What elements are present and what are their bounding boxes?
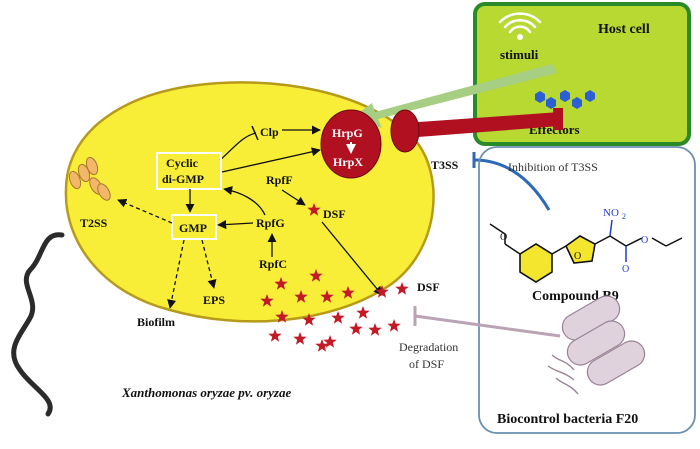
t3ss-needle bbox=[405, 112, 560, 138]
dsf-star bbox=[341, 286, 355, 299]
svg-text:O: O bbox=[641, 235, 648, 246]
dsf-outside-label: DSF bbox=[417, 280, 440, 294]
degradation-of-dsf-label: of DSF bbox=[409, 357, 444, 371]
cdg-to-hrp-arrow bbox=[221, 147, 321, 173]
degradation-line bbox=[414, 314, 561, 338]
svg-text:O: O bbox=[500, 232, 507, 243]
svg-text:O: O bbox=[574, 251, 581, 262]
dsf-star bbox=[293, 332, 307, 345]
clp-label: Clp bbox=[260, 125, 279, 139]
hrpx-label: HrpX bbox=[333, 155, 363, 169]
dsf-star bbox=[356, 306, 370, 319]
biofilm-label: Biofilm bbox=[137, 315, 175, 329]
inhibitor-panel bbox=[478, 146, 696, 434]
dsf-out-arrow bbox=[321, 221, 383, 296]
di-gmp-label: di-GMP bbox=[162, 172, 204, 186]
cyclic-di-gmp-box bbox=[156, 152, 222, 190]
t3ss-base bbox=[553, 108, 563, 130]
no2-sub-label: 2 bbox=[622, 212, 626, 221]
compound-b9-structure: O O O O NO 2 bbox=[489, 207, 683, 283]
dsf-star bbox=[302, 313, 316, 326]
dsf-star bbox=[268, 329, 282, 342]
dsf-star bbox=[395, 282, 409, 295]
host-cell bbox=[473, 2, 691, 146]
gmp-to-eps-arrow bbox=[201, 239, 217, 289]
dsf-inside-label: DSF bbox=[323, 207, 346, 221]
host-cell-title: Host cell bbox=[598, 22, 650, 37]
gmp-label: GMP bbox=[179, 221, 207, 235]
dsf-star bbox=[294, 290, 308, 303]
t2ss-icon bbox=[68, 156, 111, 201]
dsf-star bbox=[274, 277, 288, 290]
dsf-molecules bbox=[260, 203, 409, 352]
cyclic-label: Cyclic bbox=[166, 156, 199, 170]
dsf-star bbox=[315, 339, 329, 352]
inhibition-label: Inhibition of T3SS bbox=[508, 160, 598, 174]
stimuli-icon bbox=[498, 12, 542, 40]
cdg-inhibits-clp bbox=[219, 132, 257, 161]
inhibit-bar-clp bbox=[251, 125, 259, 141]
svg-text:O: O bbox=[622, 264, 629, 275]
dsf-star bbox=[260, 294, 274, 307]
effectors-icon bbox=[535, 90, 595, 109]
dsf-star bbox=[349, 322, 363, 335]
rpfc-label: RpfC bbox=[259, 257, 287, 271]
gmp-to-biofilm-arrow bbox=[167, 239, 185, 309]
gmp-box bbox=[171, 214, 217, 240]
rpff-to-dsf-arrow bbox=[281, 189, 306, 206]
species-label: Xanthomonas oryzae pv. oryzae bbox=[121, 385, 291, 400]
dsf-star bbox=[275, 310, 289, 323]
rpfg-label: RpfG bbox=[256, 216, 285, 230]
eps-label: EPS bbox=[203, 293, 225, 307]
stimuli-label: stimuli bbox=[500, 47, 539, 62]
compound-inhibits-t3ss bbox=[473, 158, 551, 211]
biocontrol-bacteria-icon bbox=[547, 295, 646, 395]
dsf-star bbox=[368, 323, 382, 336]
no2-label: NO bbox=[603, 207, 619, 219]
hrpg-label: HrpG bbox=[332, 126, 363, 140]
t3ss-label: T3SS bbox=[431, 158, 459, 172]
dsf-star bbox=[307, 203, 321, 216]
dsf-star bbox=[387, 319, 401, 332]
dsf-star bbox=[309, 269, 323, 282]
dsf-star bbox=[375, 285, 389, 298]
rpff-label: RpfF bbox=[266, 173, 293, 187]
dsf-star bbox=[331, 311, 345, 324]
t3ss-ring bbox=[390, 109, 420, 153]
rpfg-to-cdg-arrow bbox=[223, 186, 266, 216]
t2ss-label: T2SS bbox=[80, 216, 108, 230]
biocontrol-label: Biocontrol bacteria F20 bbox=[497, 412, 638, 427]
dsf-star bbox=[323, 335, 337, 348]
flagellum bbox=[11, 232, 65, 417]
degradation-label: Degradation bbox=[399, 340, 458, 354]
dsf-star bbox=[320, 290, 334, 303]
rpfg-to-gmp-arrow bbox=[217, 219, 254, 230]
gmp-to-t2ss-arrow bbox=[117, 199, 173, 224]
